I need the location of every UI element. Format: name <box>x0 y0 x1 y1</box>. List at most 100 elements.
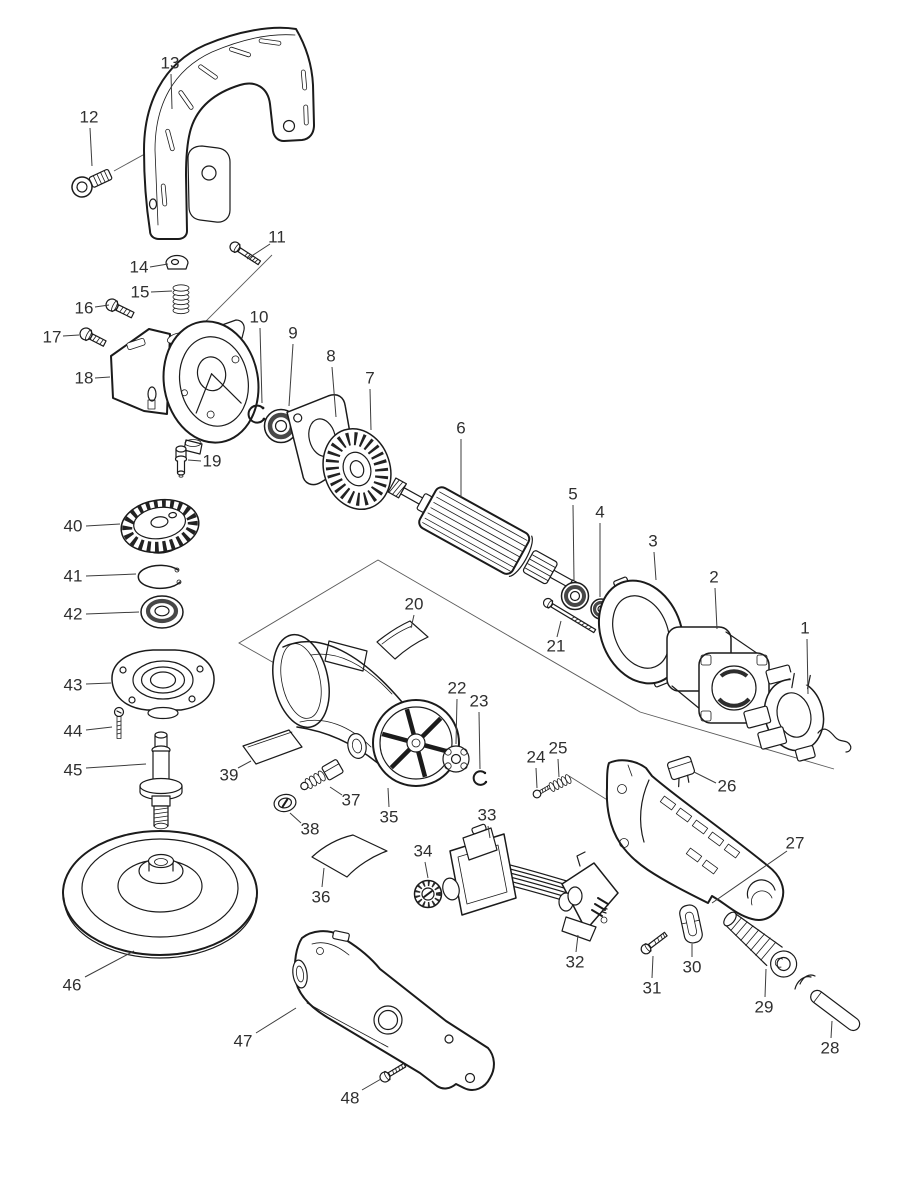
part-label-21: 21 <box>547 637 566 656</box>
part-25-drawing <box>548 774 572 792</box>
part-label-30: 30 <box>683 958 702 977</box>
part-40-drawing <box>120 498 200 554</box>
part-14-drawing <box>165 254 189 270</box>
part-leader-21 <box>556 620 562 638</box>
part-leader-28 <box>830 1020 833 1039</box>
part-leader-20 <box>410 614 415 629</box>
part-label-36: 36 <box>312 888 331 907</box>
part-leader-3 <box>653 551 657 581</box>
part-label-27: 27 <box>786 834 805 853</box>
part-leader-12 <box>89 127 93 167</box>
assembly-axis-lines <box>113 149 835 827</box>
part-label-34: 34 <box>414 842 433 861</box>
part-leader-7 <box>369 388 372 431</box>
part-label-40: 40 <box>64 517 83 536</box>
part-label-4: 4 <box>595 503 604 522</box>
part-leader-2 <box>714 587 718 630</box>
part-label-45: 45 <box>64 761 83 780</box>
part-18-drawing <box>110 319 260 455</box>
part-leader-18 <box>94 376 111 379</box>
part-21-drawing <box>542 597 597 634</box>
part-leader-41 <box>85 573 137 577</box>
part-leader-1 <box>806 638 809 695</box>
part-label-6: 6 <box>456 419 465 438</box>
part-label-15: 15 <box>131 283 150 302</box>
part-label-1: 1 <box>800 619 809 638</box>
part-leader-34 <box>424 861 429 879</box>
part-leader-22 <box>455 698 458 745</box>
part-leader-40 <box>85 523 121 527</box>
part-label-47: 47 <box>234 1032 253 1051</box>
part-12-drawing <box>71 168 113 198</box>
part-label-29: 29 <box>755 998 774 1017</box>
part-leader-11 <box>246 243 271 260</box>
part-leader-36 <box>321 867 325 888</box>
part-17-drawing <box>79 327 107 347</box>
part-label-5: 5 <box>568 485 577 504</box>
part-leader-44 <box>85 726 113 731</box>
part-42-drawing <box>140 595 184 629</box>
part-3-drawing <box>597 576 685 688</box>
part-leader-26 <box>693 771 717 784</box>
part-23-drawing <box>472 770 488 786</box>
part-26-drawing <box>666 755 696 788</box>
part-46-drawing <box>62 830 258 959</box>
part-13-drawing <box>143 26 315 240</box>
part-20-drawing <box>376 620 429 660</box>
part-27-drawing <box>605 759 785 921</box>
part-label-18: 18 <box>75 369 94 388</box>
part-leader-8 <box>331 366 337 418</box>
part-22-drawing <box>442 745 470 773</box>
part-37-drawing <box>300 759 344 791</box>
part-35-drawing <box>272 633 460 787</box>
part-label-9: 9 <box>288 324 297 343</box>
part-45-drawing <box>139 731 183 830</box>
part-leader-13 <box>170 73 173 110</box>
part-leader-48 <box>361 1078 382 1091</box>
part-leader-33 <box>487 825 491 839</box>
part-6-drawing <box>387 477 580 591</box>
part-leader-39 <box>237 760 252 769</box>
part-leader-14 <box>149 263 169 268</box>
part-43-drawing <box>111 649 215 720</box>
part-label-26: 26 <box>718 777 737 796</box>
part-44-drawing <box>113 706 125 739</box>
part-32-drawing <box>558 851 619 942</box>
part-leader-27 <box>711 850 788 904</box>
part-label-43: 43 <box>64 676 83 695</box>
part-label-19: 19 <box>203 452 222 471</box>
part-label-25: 25 <box>549 739 568 758</box>
part-leader-43 <box>85 682 112 685</box>
part-leader-23 <box>478 711 481 770</box>
part-label-46: 46 <box>63 976 82 995</box>
part-39-drawing <box>242 729 303 765</box>
part-label-8: 8 <box>326 347 335 366</box>
part-leader-37 <box>329 786 343 796</box>
part-label-42: 42 <box>64 605 83 624</box>
part-label-48: 48 <box>341 1089 360 1108</box>
part-leader-15 <box>150 290 173 293</box>
part-label-23: 23 <box>470 692 489 711</box>
part-leader-45 <box>85 763 147 769</box>
part-leader-42 <box>85 611 140 615</box>
part-label-28: 28 <box>821 1039 840 1058</box>
part-leader-31 <box>651 955 654 979</box>
part-29-drawing <box>723 911 798 978</box>
part-leader-5 <box>572 504 575 581</box>
part-30-drawing <box>679 904 703 944</box>
part-leader-29 <box>764 968 767 998</box>
part-label-39: 39 <box>220 766 239 785</box>
part-7-drawing <box>322 427 392 511</box>
part-label-35: 35 <box>380 808 399 827</box>
part-label-38: 38 <box>301 820 320 839</box>
part-19-drawing <box>174 445 188 478</box>
part-label-3: 3 <box>648 532 657 551</box>
part-36-drawing <box>311 834 388 878</box>
part-34-drawing <box>413 879 443 909</box>
part-label-10: 10 <box>250 308 269 327</box>
axis-line-2 <box>238 559 835 770</box>
part-leader-46 <box>84 950 135 978</box>
part-label-7: 7 <box>365 369 374 388</box>
